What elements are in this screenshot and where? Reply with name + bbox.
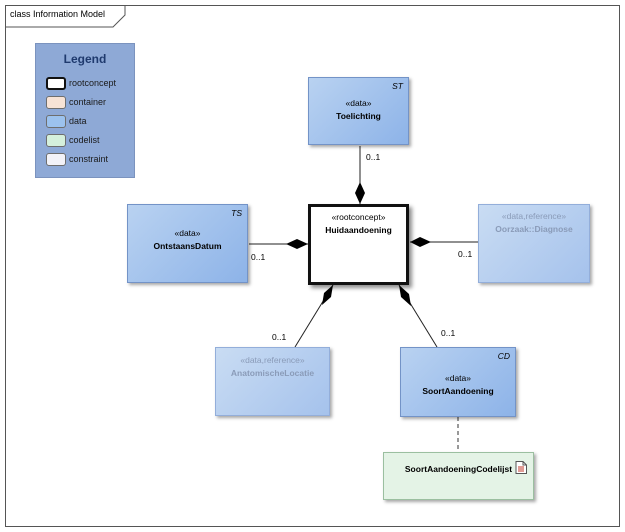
legend-label: codelist: [69, 135, 100, 145]
type-tag: CD: [497, 351, 510, 361]
type-tag: TS: [231, 208, 242, 218]
stereotype-label: «data,reference»: [501, 211, 567, 221]
legend: Legend rootconcept container data codeli…: [35, 43, 135, 178]
class-soortaandoeningcodelijst[interactable]: SoortAandoeningCodelijst: [383, 452, 534, 500]
class-name: Oorzaak::Diagnose: [495, 224, 573, 234]
multiplicity-oorzaak: 0..1: [458, 249, 473, 259]
legend-label: container: [69, 97, 107, 107]
stereotype-label: «data,reference»: [240, 355, 305, 365]
class-ontstaansdatum[interactable]: TS «data» OntstaansDatum: [127, 204, 248, 283]
diagram-frame: [5, 5, 620, 527]
composition-diamond-soortaandoening: [399, 285, 411, 306]
class-toelichting[interactable]: ST «data» Toelichting: [308, 77, 409, 145]
class-name: AnatomischeLocatie: [230, 368, 315, 378]
legend-label: data: [69, 116, 87, 126]
enumeration-icon: [515, 461, 527, 474]
stereotype-label: «data»: [445, 373, 471, 383]
stereotype-label: «rootconcept»: [331, 212, 386, 222]
class-anatomischelocatie[interactable]: «data,reference» AnatomischeLocatie: [215, 347, 330, 416]
composition-diamond-anatomischelocatie: [322, 285, 333, 305]
legend-swatch-codelist: [46, 134, 66, 147]
class-name: SoortAandoeningCodelijst: [404, 464, 513, 474]
class-name: OntstaansDatum: [153, 241, 222, 251]
legend-swatch-data: [46, 115, 66, 128]
legend-title: Legend: [63, 52, 107, 66]
class-name: SoortAandoening: [422, 386, 494, 396]
multiplicity-toelichting: 0..1: [366, 152, 381, 162]
multiplicity-ontstaansdatum: 0..1: [251, 252, 266, 262]
stereotype-label: «data»: [345, 98, 372, 108]
multiplicity-soortaandoening: 0..1: [441, 328, 456, 338]
diagram-title: class Information Model: [10, 9, 106, 19]
class-oorzaak-diagnose[interactable]: «data,reference» Oorzaak::Diagnose: [478, 204, 590, 283]
legend-swatch-constraint: [46, 153, 66, 166]
legend-label: rootconcept: [69, 78, 117, 88]
composition-diamond-ontstaansdatum: [286, 239, 308, 249]
class-huidaandoening[interactable]: «rootconcept» Huidaandoening: [308, 204, 409, 285]
class-name: Huidaandoening: [325, 225, 392, 235]
composition-diamond-toelichting: [355, 182, 365, 204]
composition-diamond-oorzaak: [410, 237, 431, 247]
class-name: Toelichting: [336, 111, 381, 121]
frame-tab: [5, 5, 126, 28]
legend-label: constraint: [69, 154, 109, 164]
type-tag: ST: [392, 81, 403, 91]
stereotype-label: «data»: [174, 228, 201, 238]
legend-swatch-container: [46, 96, 66, 109]
multiplicity-anatomischelocatie: 0..1: [272, 332, 287, 342]
legend-swatch-rootconcept: [46, 77, 66, 90]
class-soortaandoening[interactable]: CD «data» SoortAandoening: [400, 347, 516, 417]
